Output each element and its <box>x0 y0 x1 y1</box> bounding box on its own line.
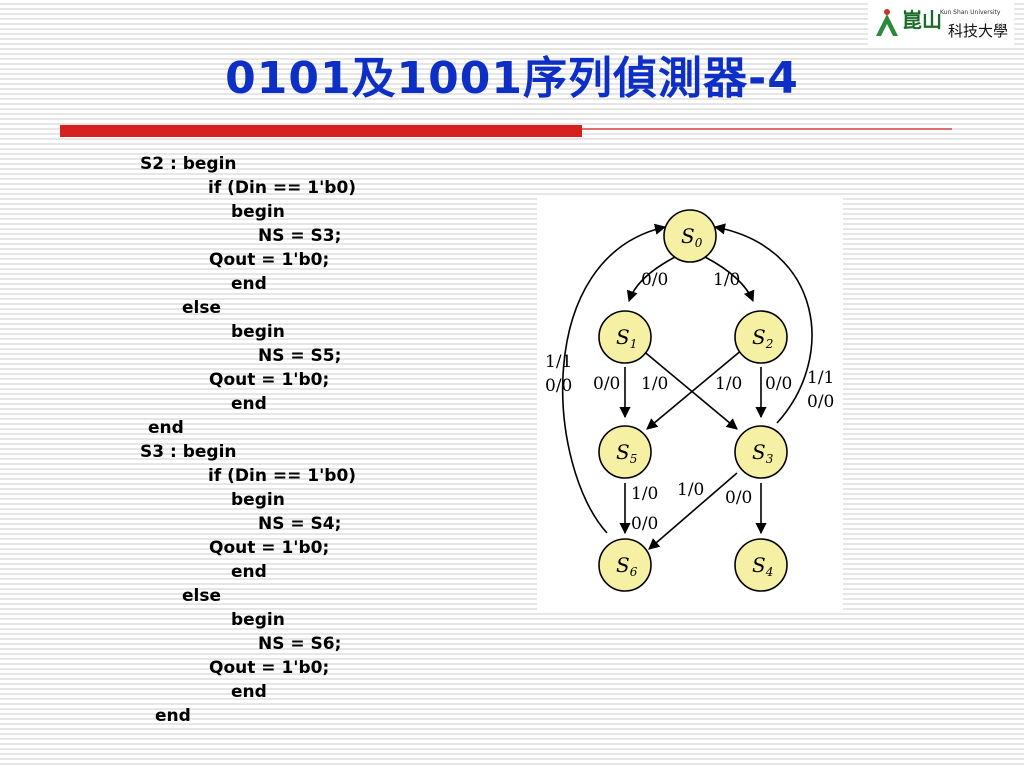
label-s2-s3: 0/0 <box>765 374 792 394</box>
edge-s3-s6 <box>648 472 738 550</box>
label-right-loop-b: 0/0 <box>807 392 834 412</box>
label-left-loop-b: 0/0 <box>545 376 572 396</box>
code-line: NS = S4; <box>258 514 342 534</box>
code-line: NS = S5; <box>258 346 342 366</box>
label-left-loop-a: 1/1 <box>545 352 572 372</box>
state-s6-label: S6 <box>616 553 638 579</box>
state-s4-label: S4 <box>752 553 773 579</box>
state-s6 <box>598 538 652 592</box>
code-line: Qout = 1'b0; <box>209 250 330 270</box>
logo-name-small: 科技大學 <box>948 22 1009 40</box>
code-line: else <box>182 298 222 318</box>
slide-title: 0101及1001序列偵測器-4 <box>225 53 799 104</box>
state-s5 <box>598 425 652 479</box>
state-s4 <box>734 538 788 592</box>
title-underline-thin <box>582 128 952 130</box>
state-s3-label: S3 <box>752 440 774 466</box>
code-line: begin <box>231 490 285 510</box>
edge-loop-right <box>713 223 813 424</box>
code-line: Qout = 1'b0; <box>209 538 330 558</box>
state-diagram-svg: S0 S1 S2 S3 S4 S5 S6 0/0 1/0 0/0 1/0 1/0… <box>545 209 834 592</box>
label-right-loop-a: 1/1 <box>807 368 834 388</box>
edge-s2-s5 <box>646 348 744 430</box>
code-line: if (Din == 1'b0) <box>208 178 357 198</box>
logo-caption: Kun Shan University <box>940 9 1001 16</box>
state-diagram: S0 S1 S2 S3 S4 S5 S6 0/0 1/0 0/0 1/0 1/0… <box>537 197 843 613</box>
code-line: S3 : begin <box>140 442 237 462</box>
logo-name-large: 崑山 <box>902 8 942 32</box>
label-s3-s4: 0/0 <box>725 488 752 508</box>
code-line: begin <box>231 202 285 222</box>
state-s2-label: S2 <box>752 325 773 351</box>
code-line: NS = S6; <box>258 634 342 654</box>
edge-s0-s1 <box>626 256 676 303</box>
edge-s0-s2 <box>704 256 755 303</box>
code-line: Qout = 1'b0; <box>209 370 330 390</box>
label-s1-s5: 0/0 <box>593 374 620 394</box>
label-s2-s5: 1/0 <box>715 374 742 394</box>
code-line: end <box>231 394 267 414</box>
label-s0-s1: 0/0 <box>641 270 668 290</box>
label-s5-s6-b: 0/0 <box>631 514 658 534</box>
state-s2 <box>734 310 788 364</box>
edge-loop-left <box>561 223 667 534</box>
title-underline-red <box>60 125 582 137</box>
code-line: begin <box>231 322 285 342</box>
state-s5-label: S5 <box>616 440 637 466</box>
code-line: if (Din == 1'b0) <box>208 466 357 486</box>
state-s0-label: S0 <box>681 224 703 250</box>
label-s0-s2: 1/0 <box>713 270 740 290</box>
logo-mark-icon <box>876 9 898 36</box>
code-line: end <box>148 418 184 438</box>
label-s3-s6: 1/0 <box>677 480 704 500</box>
state-s3 <box>734 425 788 479</box>
label-s1-s3: 1/0 <box>641 374 668 394</box>
state-s1 <box>598 310 652 364</box>
edge-s1-s3 <box>640 348 738 430</box>
code-line: end <box>231 682 267 702</box>
university-logo: 崑山 Kun Shan University 科技大學 <box>868 2 1014 46</box>
code-line: S2 : begin <box>140 154 237 174</box>
state-s1-label: S1 <box>616 325 637 351</box>
code-line: Qout = 1'b0; <box>209 658 330 678</box>
code-line: end <box>231 562 267 582</box>
label-s5-s6-a: 1/0 <box>631 484 658 504</box>
state-s0 <box>663 209 717 263</box>
code-line: end <box>155 706 191 726</box>
code-line: end <box>231 274 267 294</box>
code-line: NS = S3; <box>258 226 342 246</box>
code-line: else <box>182 586 222 606</box>
code-line: begin <box>231 610 285 630</box>
verilog-code-block: S2 : begin if (Din == 1'b0) begin NS = S… <box>0 152 520 732</box>
